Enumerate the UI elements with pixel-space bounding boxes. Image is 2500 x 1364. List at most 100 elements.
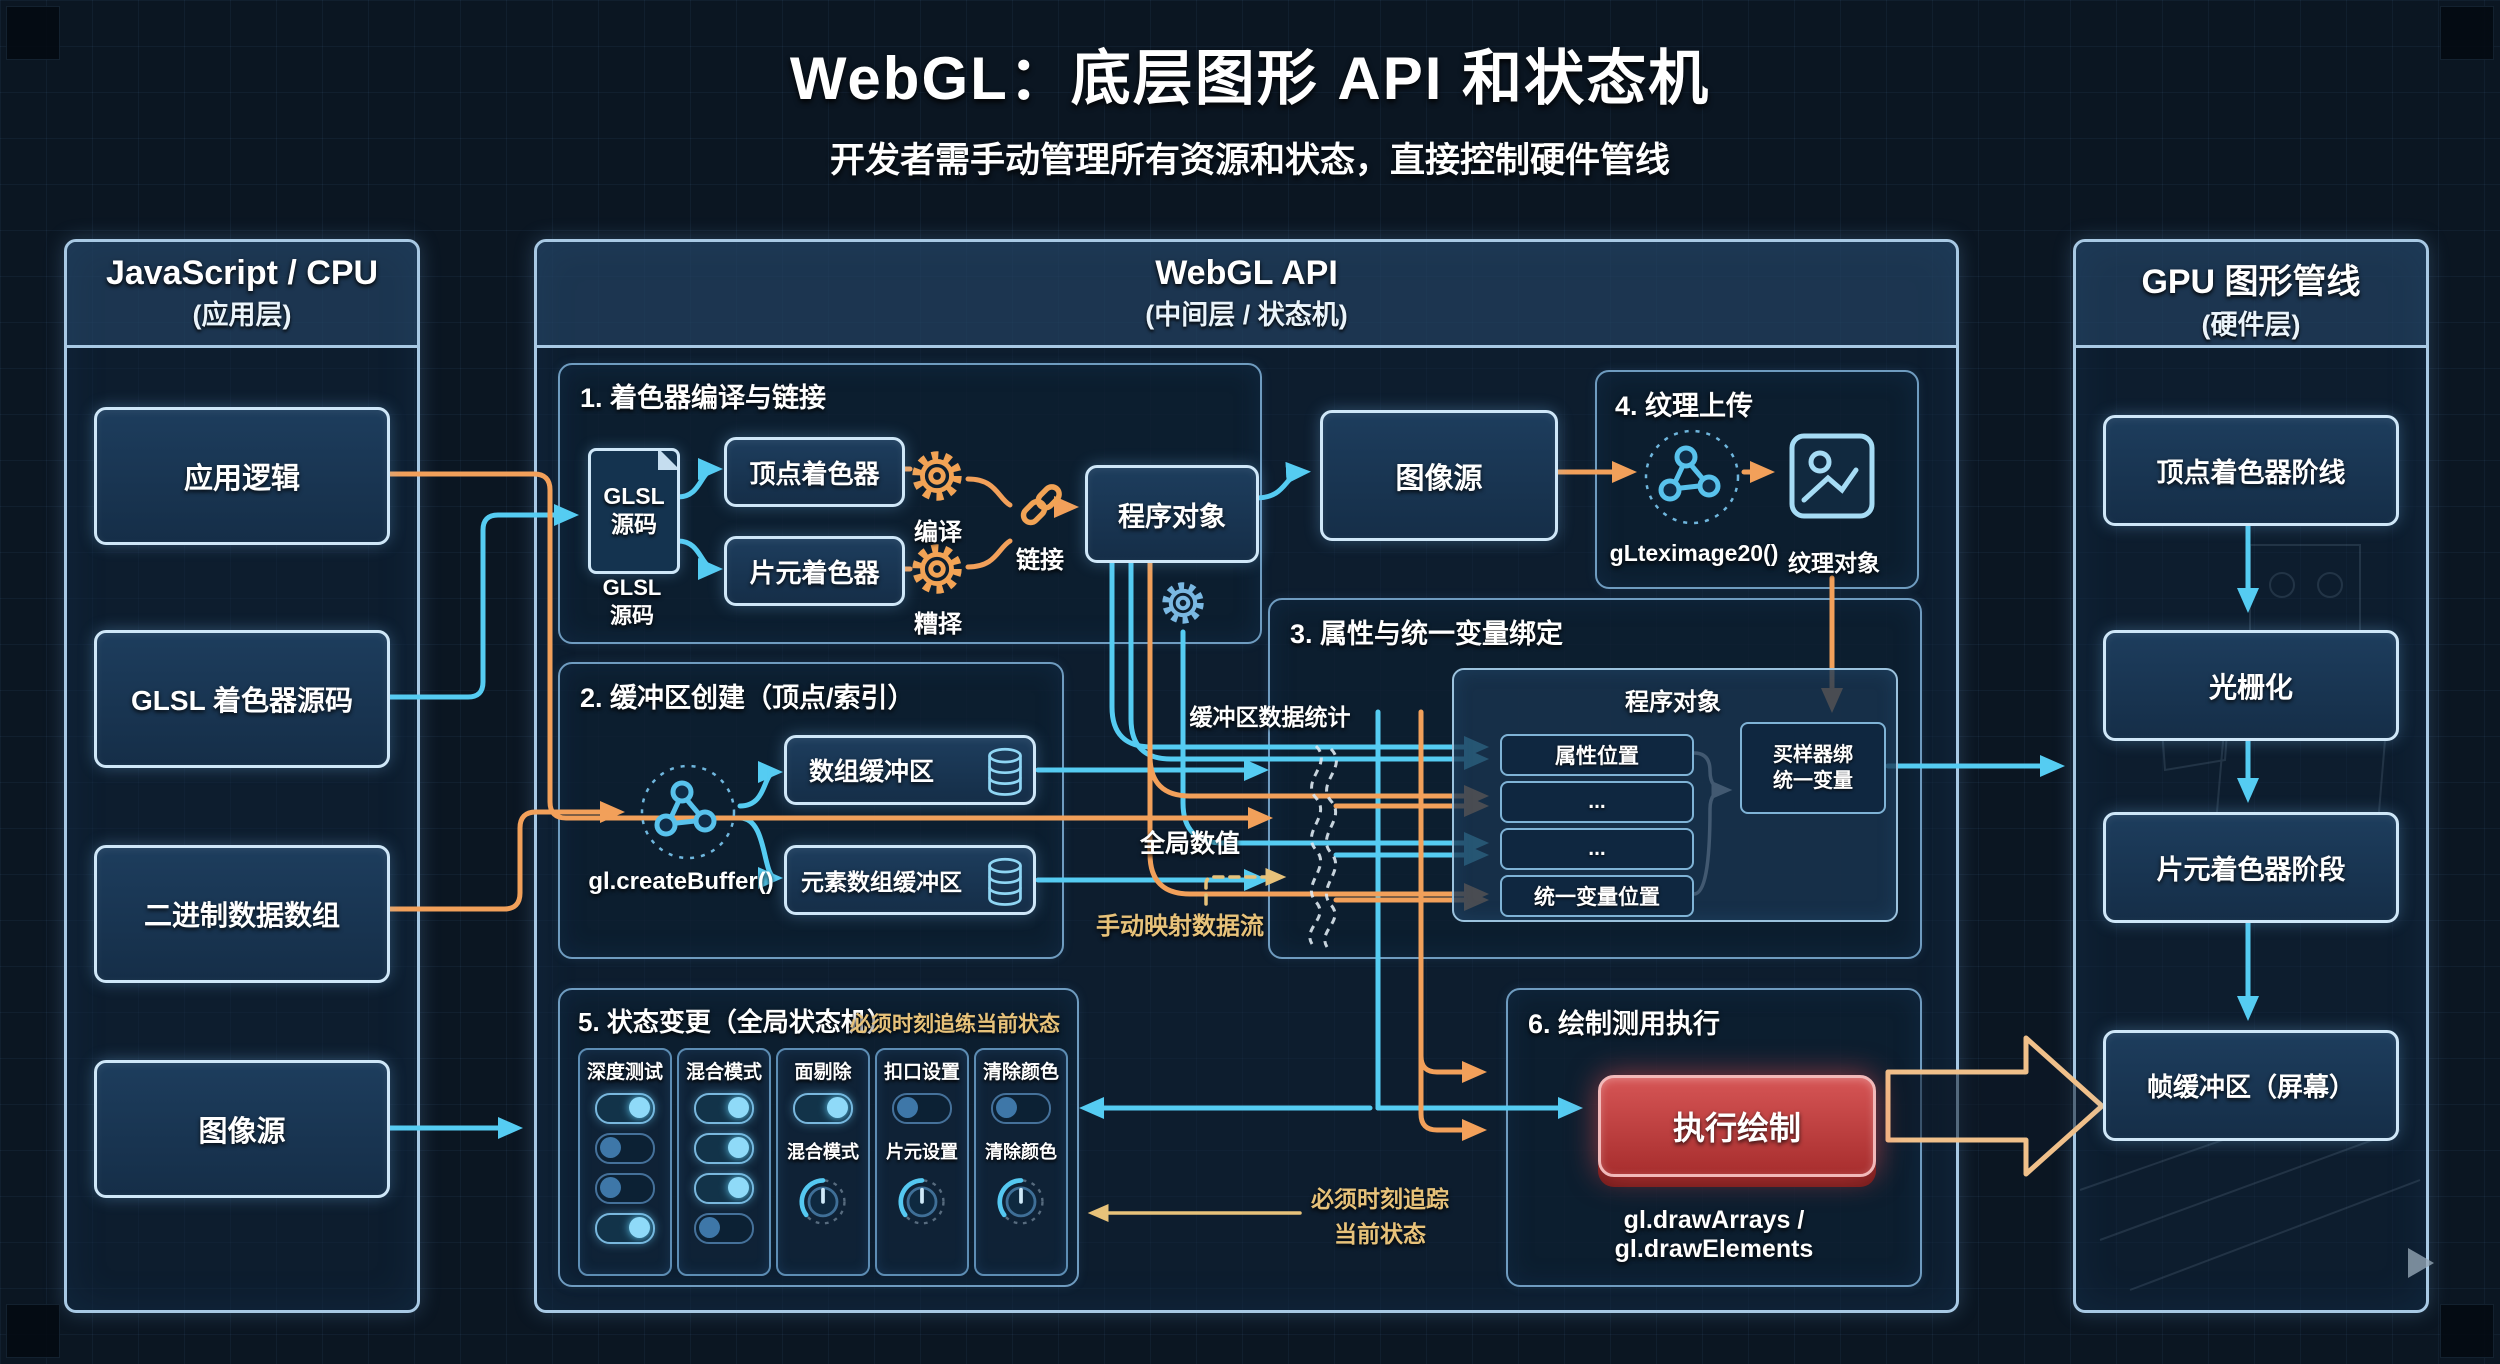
teximage-api-caption: gLteximage20() [1609, 540, 1779, 566]
compile-label: 编译 [914, 519, 962, 546]
toggle-knob [629, 1097, 650, 1118]
toggle-knob [699, 1217, 720, 1238]
manual-map-label: 手动映射数据流 [1096, 913, 1264, 940]
chain-link-icon [1012, 476, 1070, 539]
state-column-header: 面剔除 [794, 1062, 852, 1083]
state-column-header: 混合模式 [685, 1062, 762, 1083]
section-title: 1. 着色器编译与链接 [580, 383, 827, 413]
state-column-scissor: 扣口设置片元设置 [875, 1048, 969, 1276]
buffer-data-label: 缓冲区数据统计 [1189, 704, 1351, 730]
panel-title: JavaScript / CPU [105, 254, 379, 292]
ellipsis-row: ... [1500, 828, 1694, 870]
share-node-icon [638, 762, 738, 867]
database-icon [985, 747, 1025, 804]
node-vertex-shader: 顶点着色器 [724, 437, 905, 507]
global-value-label: 全局数值 [1139, 830, 1240, 858]
attribute-location-row: 属性位置 [1500, 734, 1694, 776]
note-line: 必须时刻追踪 [1311, 1186, 1449, 1212]
dial-knob[interactable] [993, 1172, 1049, 1228]
createbuffer-api-caption: gl.createBuffer() [588, 868, 774, 895]
link-label: 链接 [1016, 547, 1064, 574]
toggle-knob [728, 1097, 749, 1118]
play-icon[interactable] [2408, 1248, 2434, 1278]
execute-draw-button[interactable]: 执行绘制 [1598, 1075, 1876, 1177]
state-column-header: 清除颜色 [982, 1062, 1059, 1083]
state-column-clear-color: 清除颜色清除颜色 [974, 1048, 1068, 1276]
toggle-switch[interactable] [595, 1133, 655, 1164]
toggle-knob [996, 1097, 1017, 1118]
toggle-switch[interactable] [694, 1133, 754, 1164]
panel-javascript-cpu-header: JavaScript / CPU (应用层) [67, 242, 417, 348]
node-vertex-shader-stage: 顶点着色器阶线 [2103, 415, 2399, 526]
corner-decoration [2440, 6, 2494, 60]
corner-decoration [6, 6, 60, 60]
cyan-flow-lines [381, 458, 2260, 1139]
section-title: 3. 属性与统一变量绑定 [1290, 619, 1564, 649]
toggle-knob [600, 1177, 621, 1198]
glsl-file-label-line2: 源码 [611, 511, 657, 537]
element-buffer-label: 元素数组缓冲区 [801, 869, 962, 895]
toggle-knob [600, 1137, 621, 1158]
compile-label-bottom: 糟择 [914, 611, 962, 638]
corner-decoration [2440, 1304, 2494, 1358]
toggle-knob [827, 1097, 848, 1118]
state-column-header: 深度测试 [586, 1062, 663, 1083]
state-column-cull-face: 面剔除混合模式 [776, 1048, 870, 1276]
node-app-logic: 应用逻辑 [94, 407, 390, 545]
toggle-knob [629, 1217, 650, 1238]
knob-label: 片元设置 [886, 1142, 958, 1162]
glsl-file-label-line1: GLSL [603, 483, 665, 510]
page-title: WebGL：底层图形 API 和状态机 [789, 45, 1711, 112]
section-title: 5. 状态变更（全局状态机） [578, 1007, 893, 1037]
node-array-buffer: 数组缓冲区 [784, 735, 1036, 805]
program-object-title: 程序对象 [1625, 689, 1721, 716]
panel-webgl-api-header: WebGL API (中间层 / 状态机) [537, 242, 1956, 348]
knob-label: 混合模式 [787, 1142, 859, 1162]
share-node-icon [1642, 427, 1742, 532]
ellipsis-row: ... [1500, 781, 1694, 823]
texture-object-caption: 纹理对象 [1788, 550, 1880, 576]
page-subtitle: 开发者需手动管理所有资源和状态，直接控制硬件管线 [829, 141, 1670, 180]
toggle-switch[interactable] [991, 1093, 1051, 1124]
database-icon [985, 857, 1025, 913]
node-fragment-shader-stage: 片元着色器阶段 [2103, 812, 2399, 923]
toggle-switch[interactable] [793, 1093, 853, 1124]
toggle-knob [897, 1097, 918, 1118]
toggle-switch[interactable] [595, 1093, 655, 1124]
node-element-array-buffer: 元素数组缓冲区 [784, 845, 1036, 915]
panel-layer-label: (应用层) [192, 300, 292, 330]
toggle-switch[interactable] [892, 1093, 952, 1124]
track-state-note: 必须时刻追踪 当前状态 [1292, 1182, 1468, 1251]
node-fragment-shader: 片元着色器 [724, 536, 905, 606]
toggle-switch[interactable] [694, 1173, 754, 1204]
toggle-switch[interactable] [595, 1213, 655, 1244]
sampler-uniform-box: 买样器绑 统一变量 [1740, 722, 1886, 814]
toggle-switch[interactable] [694, 1093, 754, 1124]
toggle-switch[interactable] [595, 1173, 655, 1204]
knob-label: 清除颜色 [985, 1142, 1057, 1162]
gold-note-lines [1087, 867, 1302, 1223]
section-title: 6. 绘制测用执行 [1528, 1009, 1721, 1039]
state-column-blend-mode: 混合模式 [677, 1048, 771, 1276]
dial-knob[interactable] [894, 1172, 950, 1228]
section-title: 4. 纹理上传 [1615, 391, 1754, 421]
block-arrow-to-framebuffer [1885, 1035, 2105, 1177]
section-title: 2. 缓冲区创建（顶点/索引） [580, 683, 915, 713]
gear-icon [1157, 577, 1209, 634]
panel-layer-label: (中间层 / 状态机) [1145, 300, 1348, 330]
array-buffer-label: 数组缓冲区 [809, 758, 935, 786]
caption-line: 源码 [609, 602, 654, 628]
dial-knob[interactable] [795, 1172, 851, 1228]
panel-layer-label: (硬件层) [2201, 310, 2301, 340]
data-stream-icon [1308, 744, 1338, 948]
state-column-header: 扣口设置 [883, 1062, 960, 1083]
gear-icon [906, 538, 968, 605]
texture-image-icon [1786, 430, 1878, 527]
node-framebuffer-screen: 帧缓冲区（屏幕） [2103, 1030, 2399, 1141]
state-column-depth-test: 深度测试 [578, 1048, 672, 1276]
note-line: 当前状态 [1334, 1220, 1426, 1247]
toggle-switch[interactable] [694, 1213, 754, 1244]
node-image-source-mid: 图像源 [1320, 410, 1558, 541]
